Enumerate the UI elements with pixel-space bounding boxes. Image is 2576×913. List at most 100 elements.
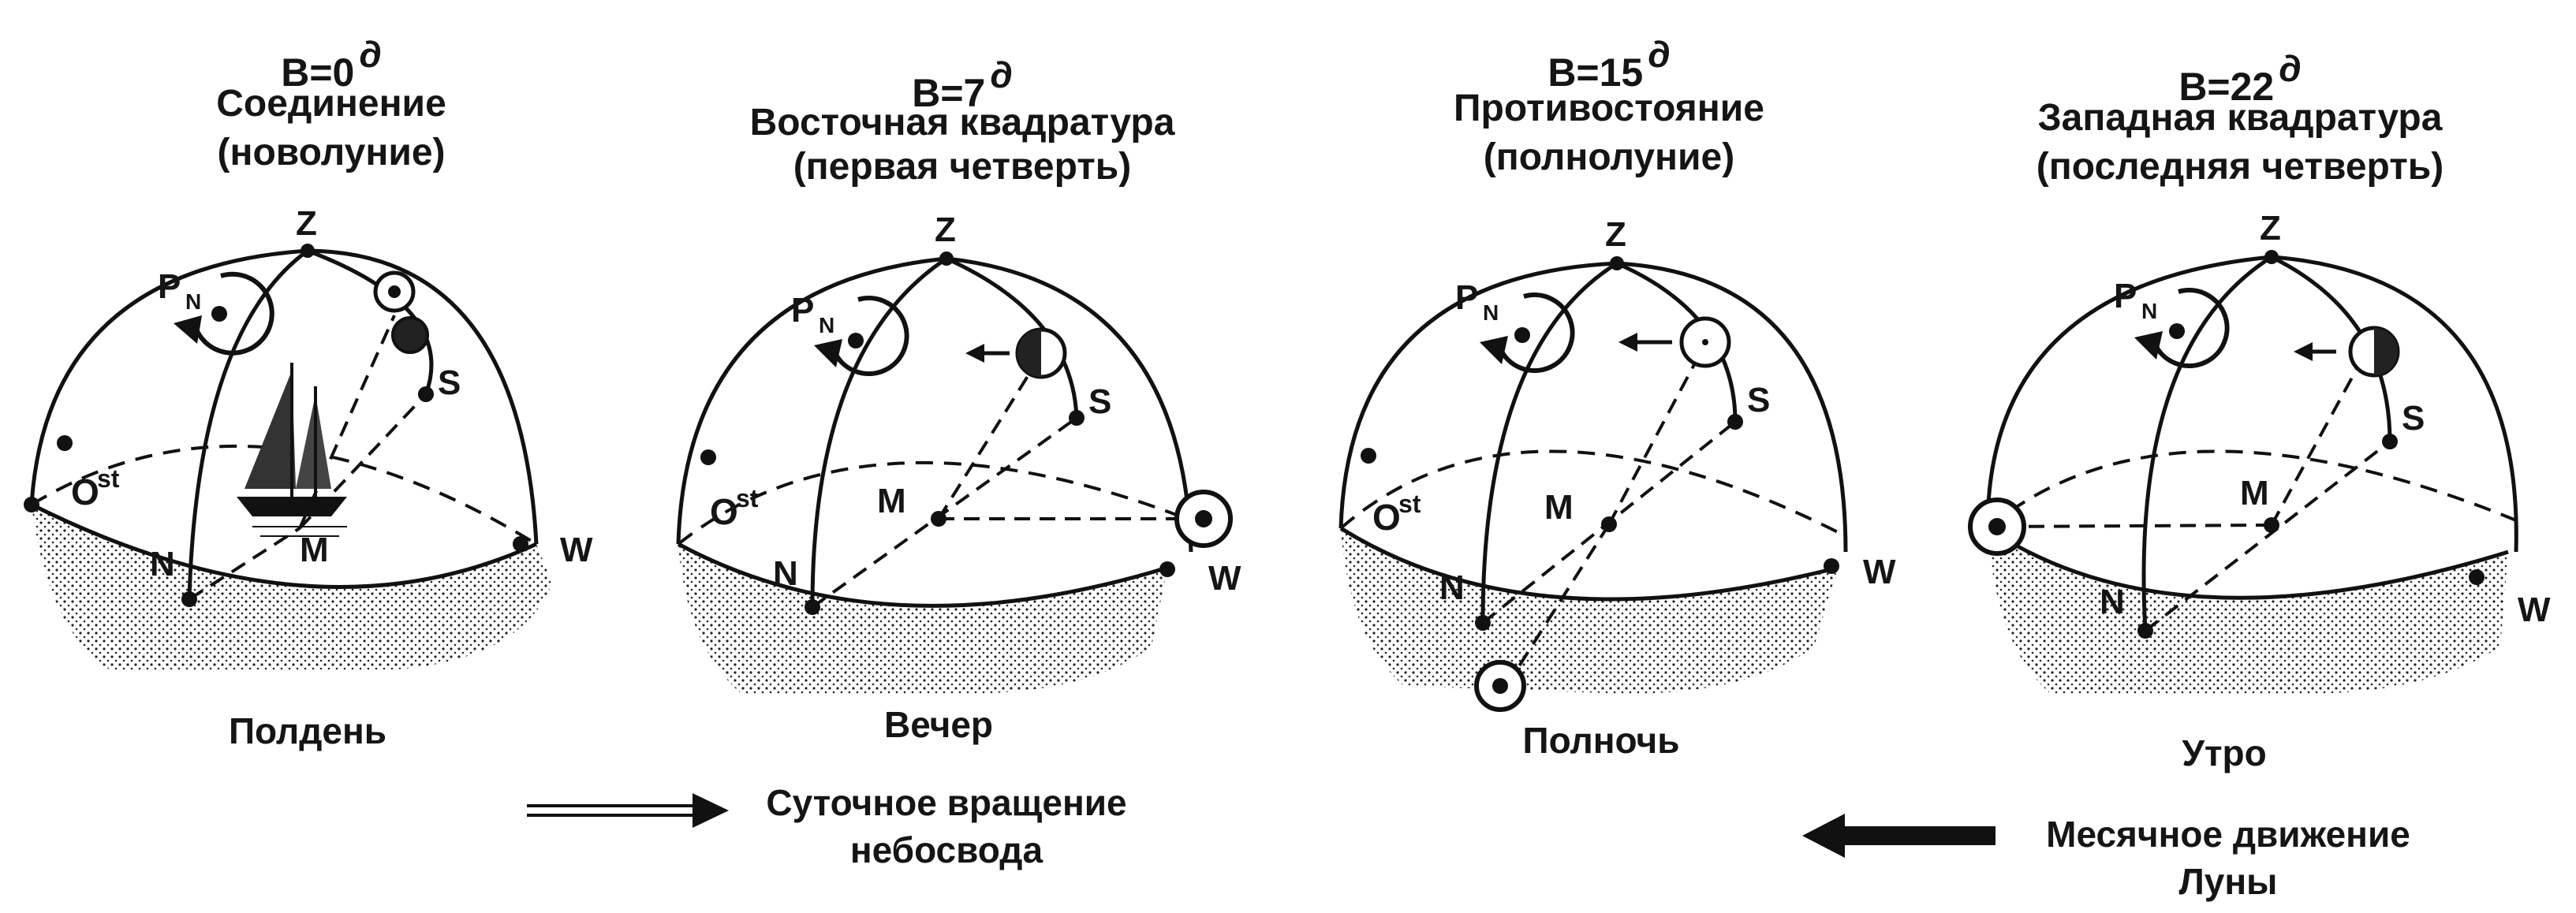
rotation-arrow-icon bbox=[2154, 288, 2230, 369]
east-edge-point bbox=[24, 497, 39, 512]
zenith-label: Z bbox=[1605, 215, 1626, 254]
pole-label: P bbox=[158, 267, 181, 306]
horizon-back bbox=[677, 460, 1192, 546]
north-point bbox=[181, 591, 197, 607]
south-point bbox=[1069, 410, 1085, 426]
ground-hatch bbox=[1988, 528, 2508, 694]
east-label: O bbox=[71, 471, 99, 512]
line-observer-moon bbox=[937, 353, 1043, 520]
south-label: S bbox=[1088, 382, 1111, 421]
meridian-line bbox=[1480, 261, 1738, 624]
pole-label: P bbox=[2114, 277, 2137, 315]
pole-point bbox=[1514, 327, 1530, 343]
celestial-sphere-diagram: Z P N S O st N W M bbox=[676, 211, 1241, 694]
east-sup-label: st bbox=[97, 464, 120, 493]
zenith-point bbox=[939, 252, 954, 266]
zenith-point bbox=[301, 244, 315, 258]
time-of-day-label: Полдень bbox=[228, 710, 387, 751]
observer-label: M bbox=[1544, 488, 1574, 527]
zenith-point bbox=[2264, 250, 2279, 264]
west-label: W bbox=[1208, 559, 1241, 598]
west-label: W bbox=[1863, 553, 1896, 591]
pole-sub-label: N bbox=[185, 289, 201, 314]
north-label: N bbox=[150, 545, 175, 583]
observer-point bbox=[931, 511, 946, 527]
bold-arrow-icon bbox=[1802, 814, 1995, 858]
east-sup-label: st bbox=[736, 484, 759, 512]
legend-daily-line2: небосвода bbox=[849, 829, 1043, 870]
north-point bbox=[1475, 615, 1491, 631]
ground-hatch bbox=[1341, 528, 1838, 694]
east-point bbox=[1361, 448, 1376, 464]
pole-label: P bbox=[791, 291, 814, 330]
legend-daily-line1: Суточное вращение bbox=[766, 782, 1127, 823]
west-point bbox=[1824, 558, 1839, 574]
south-label: S bbox=[1747, 381, 1770, 419]
west-label: W bbox=[560, 531, 593, 569]
zenith-label: Z bbox=[2260, 209, 2281, 248]
phase-title: Западная квадратура bbox=[2037, 97, 2443, 139]
legend-monthly-motion: Месячное движение Луны bbox=[2007, 811, 2449, 905]
time-of-day-label: Утро bbox=[2182, 732, 2267, 773]
horizon-back bbox=[1339, 449, 1846, 538]
north-label: N bbox=[2100, 583, 2125, 621]
rotation-arrow-icon bbox=[195, 271, 274, 356]
south-point bbox=[1727, 414, 1743, 430]
north-label: N bbox=[1439, 568, 1465, 607]
east-label: O bbox=[1372, 497, 1401, 538]
celestial-sphere-diagram: Z P N S O st N W M bbox=[24, 204, 593, 670]
moon-first-quarter-icon bbox=[1015, 327, 1067, 379]
observer-label: M bbox=[2240, 474, 2269, 512]
rotation-arrow-icon bbox=[1499, 293, 1575, 374]
meridian-line bbox=[2141, 255, 2392, 632]
horizon-back bbox=[30, 444, 538, 546]
pole-point bbox=[2169, 323, 2185, 339]
phase-subtitle: (полнолуние) bbox=[1483, 136, 1735, 178]
legend-monthly-line1: Месячное движение bbox=[2046, 814, 2410, 855]
observer-point bbox=[2264, 517, 2279, 533]
ship-icon bbox=[237, 363, 347, 537]
line-north-observer bbox=[188, 527, 301, 601]
zenith-point bbox=[1610, 256, 1624, 270]
east-point bbox=[700, 449, 716, 465]
zenith-label: Z bbox=[935, 211, 956, 249]
line-observer-sun bbox=[1505, 523, 1611, 688]
pole-point bbox=[211, 306, 227, 322]
phase-title: Противостояние bbox=[1454, 88, 1764, 129]
pole-sub-label: N bbox=[1483, 300, 1499, 325]
horizon-front bbox=[677, 542, 1168, 608]
line-observer-moon bbox=[2270, 351, 2368, 526]
phase-subtitle: (первая четверть) bbox=[793, 146, 1132, 188]
moon-new-icon bbox=[391, 316, 429, 354]
north-point bbox=[2137, 623, 2153, 639]
double-arrow-icon bbox=[527, 793, 729, 828]
celestial-sphere-diagram: Z P N S N W M bbox=[1968, 209, 2551, 694]
pole-sub-label: N bbox=[819, 313, 834, 337]
pole-point bbox=[848, 333, 864, 348]
west-point bbox=[513, 536, 528, 552]
pole-label: P bbox=[1455, 278, 1478, 317]
phase-title: Восточная квадратура bbox=[749, 102, 1175, 143]
celestial-sphere-diagram: Z P N S O st N W M bbox=[1338, 215, 1896, 712]
west-point bbox=[2469, 569, 2485, 585]
time-of-day-label: Вечер bbox=[883, 704, 994, 745]
time-of-day-label: Полночь bbox=[1522, 720, 1680, 761]
east-point bbox=[57, 435, 73, 451]
ground-hatch bbox=[32, 505, 552, 670]
line-observer-moon bbox=[1607, 346, 1705, 525]
line-north-south bbox=[811, 416, 1078, 609]
south-point bbox=[418, 386, 434, 402]
east-sup-label: st bbox=[1398, 490, 1421, 518]
south-label: S bbox=[438, 363, 461, 402]
line-north-south bbox=[2144, 440, 2391, 632]
phase-subtitle: (последняя четверть) bbox=[2036, 146, 2444, 188]
line-observer-sun bbox=[1996, 524, 2272, 528]
moon-last-quarter-icon bbox=[2348, 326, 2400, 378]
north-label: N bbox=[773, 554, 798, 593]
